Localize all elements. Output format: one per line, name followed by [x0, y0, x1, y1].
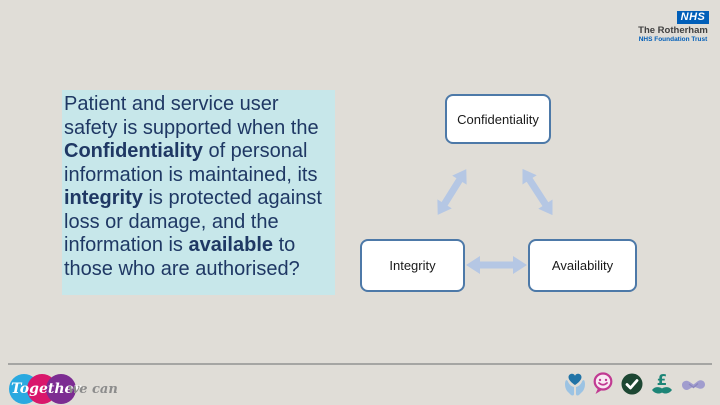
nhs-logo: NHS The Rotherham NHS Foundation Trust	[634, 11, 712, 44]
trust-name: The Rotherham	[638, 25, 708, 36]
check-circle-icon	[620, 372, 644, 396]
together-word: Together	[11, 381, 81, 397]
confidentiality-box-label: Confidentiality	[457, 111, 539, 127]
integrity-box: Integrity	[360, 239, 465, 292]
nhs-logo-mark: NHS	[677, 11, 709, 24]
integrity-box-label: Integrity	[389, 258, 436, 273]
pound-sign-icon: £	[650, 370, 674, 398]
safety-statement-panel: Patient and service user safety is suppo…	[62, 90, 335, 295]
hands-holding-heart-icon	[564, 371, 586, 398]
safety-statement-text: Patient and service user safety is suppo…	[64, 93, 322, 280]
integrity-availability-arrow-icon	[466, 254, 527, 276]
footer-divider	[8, 363, 712, 365]
smiley-speech-bubble-icon	[592, 371, 614, 397]
confidentiality-integrity-arrow-icon	[429, 164, 475, 220]
confidentiality-availability-arrow-icon	[514, 163, 561, 220]
we-can-word: we can	[68, 382, 118, 397]
confidentiality-box: Confidentiality	[445, 94, 551, 144]
handshake-icon	[680, 374, 707, 394]
trust-subtitle: NHS Foundation Trust	[638, 36, 708, 43]
logo-circle-purple	[46, 374, 76, 404]
svg-text:£: £	[657, 371, 667, 389]
availability-box: Availability	[528, 239, 637, 292]
trust-values-icons: £	[564, 368, 707, 400]
availability-box-label: Availability	[551, 258, 614, 273]
